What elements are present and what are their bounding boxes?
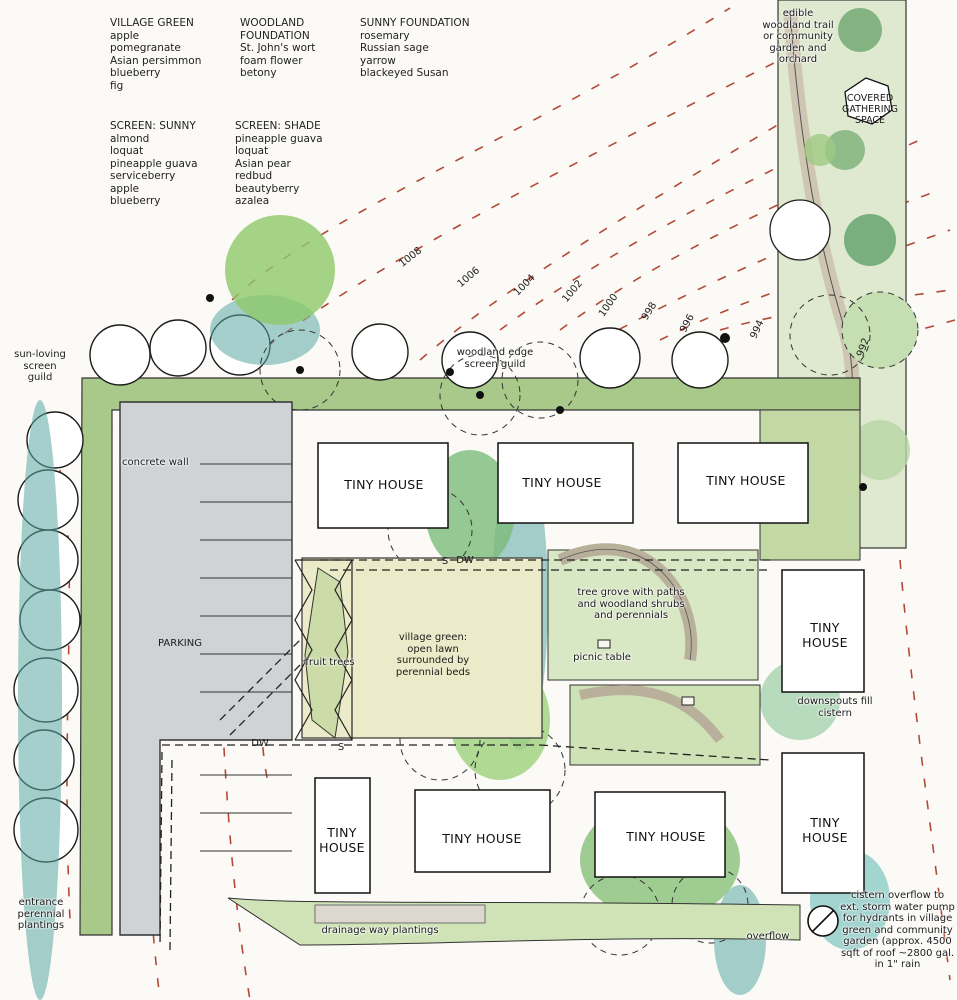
label-covered-gathering-space: COVERED GATHERING SPACE (842, 93, 898, 126)
tiny-house-footprints (314, 442, 865, 894)
plant-list-village-green: VILLAGE GREEN apple pomegranate Asian pe… (110, 17, 201, 92)
plant-item: serviceberry (110, 170, 176, 182)
plant-item: apple (110, 182, 140, 195)
plant-list-title: VILLAGE GREEN (110, 17, 194, 29)
plant-list-woodland-foundation: WOODLAND FOUNDATION St. John's wort foam… (240, 17, 315, 80)
tree-grove-paths (547, 543, 761, 766)
plant-list-title: SCREEN: SUNNY (110, 120, 196, 132)
plant-item: betony (240, 67, 277, 79)
tiny-house-label: TINY HOUSE (626, 829, 706, 844)
plant-list-title: WOODLAND (240, 17, 305, 29)
tree-trunks (206, 294, 867, 491)
tiny-house-label: TINY HOUSE (344, 477, 424, 492)
label-drainage-way-plantings: drainage way plantings (321, 925, 439, 936)
plant-list-screen-sunny: SCREEN: SUNNY almond loquat pineapple gu… (110, 120, 198, 208)
plant-item: blackeyed Susan (360, 67, 449, 79)
drainage-way (227, 897, 839, 946)
label-village-green: village green: open lawn surrounded by p… (395, 632, 471, 678)
utility-lines (159, 559, 771, 951)
plant-item: St. John's wort (240, 42, 316, 54)
line-mark-s: S (441, 556, 449, 567)
label-tree-grove: tree grove with paths and woodland shrub… (577, 587, 685, 621)
plant-item: fig (110, 79, 124, 92)
tiny-house-label: TINY HOUSE (319, 825, 365, 855)
plant-item: pineapple guava (110, 157, 198, 170)
plant-item: beautyberry (235, 182, 300, 195)
plant-item: pomegranate (110, 42, 181, 54)
plant-item: almond (110, 132, 150, 145)
plant-list-title: SUNNY FOUNDATION (360, 17, 470, 29)
plant-list-title: SCREEN: SHADE (235, 120, 321, 132)
house-footprint (497, 442, 634, 524)
tiny-house-label: TINY HOUSE (802, 620, 848, 650)
label-entrance-plantings: entrance perennial plantings (17, 897, 65, 931)
plant-item: blueberry (110, 195, 161, 207)
line-mark-dw: DW (251, 738, 269, 749)
label-edible-trail: edible woodland trail or community garde… (762, 8, 834, 65)
label-downspouts-fill-cistern: downspouts fill cistern (797, 696, 873, 719)
plant-item: blueberry (110, 67, 161, 79)
label-parking: PARKING (158, 638, 202, 649)
plant-list-screen-shade: SCREEN: SHADE pineapple guava loquat Asi… (235, 120, 323, 208)
label-sun-loving-screen-guild: sun-loving screen guild (14, 349, 66, 383)
label-woodland-edge-screen-guild: woodland edge screen guild (456, 347, 534, 370)
plant-list-title: FOUNDATION (240, 29, 310, 42)
tiny-house-label: TINY HOUSE (442, 831, 522, 846)
house-footprint (677, 442, 809, 524)
plant-item: loquat (110, 145, 144, 157)
tiny-house-label: TINY HOUSE (706, 473, 786, 488)
plant-item: yarrow (360, 54, 396, 67)
house-footprint (317, 442, 449, 529)
house-footprint (314, 777, 371, 894)
label-cistern-overflow: cistern overflow to ext. storm water pum… (840, 890, 955, 970)
plant-item: rosemary (360, 29, 410, 42)
plant-item: foam flower (240, 54, 303, 67)
plant-item: loquat (235, 145, 269, 157)
plant-item: azalea (235, 195, 270, 207)
house-footprint (594, 791, 726, 878)
plant-item: Asian persimmon (110, 54, 202, 67)
tiny-house-label: TINY HOUSE (522, 475, 602, 490)
plant-list-sunny-foundation: SUNNY FOUNDATION rosemary Russian sage y… (360, 17, 470, 80)
house-footprint (781, 569, 865, 693)
plant-item: Asian pear (235, 157, 291, 170)
label-overflow: overflow (746, 931, 790, 942)
plant-item: apple (110, 29, 140, 42)
plant-item: redbud (235, 170, 273, 182)
line-mark-dw: DW (456, 555, 474, 566)
line-mark-s: S (337, 742, 345, 753)
house-footprint (414, 789, 551, 873)
house-footprint (781, 752, 865, 894)
plant-item: pineapple guava (235, 132, 323, 145)
plant-item: Russian sage (360, 42, 429, 54)
label-fruit-trees: fruit trees (305, 657, 355, 668)
label-concrete-wall: concrete wall (122, 457, 189, 468)
label-picnic-table: picnic table (573, 652, 631, 663)
parking-lot (119, 401, 293, 936)
tiny-house-label: TINY HOUSE (802, 815, 848, 845)
